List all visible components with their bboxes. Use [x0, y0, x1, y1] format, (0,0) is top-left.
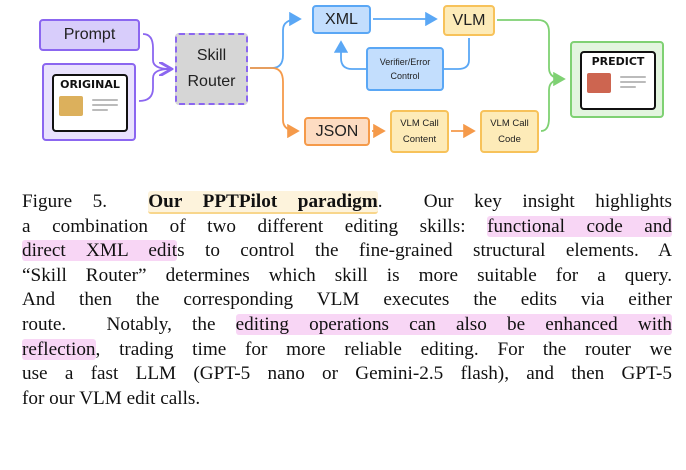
- call-code-line1: VLM Call: [490, 118, 529, 130]
- verifier-label-line2: Control: [390, 71, 420, 81]
- caption-line: reflection, trading time for more reliab…: [22, 338, 672, 363]
- original-slide-node: ORIGINAL: [42, 63, 136, 141]
- arrow-router-xml: [250, 11, 302, 69]
- predict-slide-node: PREDICT: [570, 41, 664, 118]
- caption-text: use a fast LLM (GPT-5 nano or Gemini-2.5…: [22, 363, 672, 385]
- caption-line: And then the corresponding VLM executes …: [22, 288, 672, 313]
- caption-text: “Skill Router” determines which skill is…: [22, 264, 672, 286]
- router-label-line2: Router: [187, 73, 236, 90]
- caption-line: “Skill Router” determines which skill is…: [22, 264, 672, 289]
- caption-line: direct XML edits to control the fine-gra…: [22, 239, 672, 264]
- arrow-router-json: [250, 67, 300, 139]
- xml-node: XML: [312, 5, 371, 34]
- caption-line: a combination of two different editing s…: [22, 215, 673, 240]
- call-content-line2: Content: [402, 133, 437, 145]
- caption-line: for our VLM edit calls.: [22, 387, 672, 412]
- vlm-call-code-node: VLM Call Code: [480, 110, 539, 153]
- highlighted-text: reflection: [22, 338, 96, 360]
- original-label: ORIGINAL: [60, 78, 120, 91]
- vlm-call-content-node: VLM Call Content: [390, 110, 449, 153]
- arrow-vlm-verifier: [443, 38, 470, 70]
- arrow-vlm-predict: [497, 19, 566, 87]
- vlm-node: VLM: [443, 5, 495, 36]
- image-thumbnail-icon: [587, 73, 611, 93]
- caption-line: route. Notably, the editing operations c…: [22, 313, 672, 338]
- caption-text: a combination of two different editing s…: [22, 215, 488, 237]
- highlighted-text: Our PPTPilot paradigm: [148, 191, 378, 214]
- call-content-line1: VLM Call: [400, 118, 439, 130]
- caption-text: , trading time for more reliable editing…: [95, 338, 672, 360]
- prompt-label: Prompt: [63, 26, 116, 43]
- verifier-label-line1: Verifier/Error: [379, 56, 431, 67]
- caption-text: route. Notably, the: [22, 313, 236, 335]
- json-node: JSON: [304, 117, 370, 146]
- xml-label: XML: [325, 10, 358, 28]
- caption-line: use a fast LLM (GPT-5 nano or Gemini-2.5…: [22, 362, 672, 387]
- arrow-verifier-xml: [333, 40, 366, 70]
- image-thumbnail-icon: [59, 96, 83, 116]
- highlighted-text: direct XML edit: [22, 240, 178, 262]
- original-slide-icon: ORIGINAL: [52, 74, 128, 132]
- arrow-code-predict: [540, 78, 565, 132]
- vlm-label: VLM: [452, 11, 486, 29]
- caption-text: And then the corresponding VLM executes …: [22, 289, 672, 311]
- skill-router-node: Skill Router: [175, 33, 248, 105]
- predict-label: PREDICT: [591, 55, 645, 68]
- highlighted-text: functional code and: [487, 215, 673, 237]
- caption-text: for our VLM edit calls.: [22, 387, 201, 409]
- caption-text: Figure 5.: [22, 191, 149, 212]
- predict-slide-icon: PREDICT: [580, 51, 656, 110]
- figure-caption: Figure 5. Our PPTPilot paradigm. Our key…: [22, 190, 673, 412]
- verifier-node: Verifier/Error Control: [366, 47, 444, 91]
- json-label: JSON: [315, 122, 359, 140]
- arrow-prompt-router: [142, 33, 170, 69]
- highlighted-text: editing operations can also be enhanced …: [235, 313, 672, 335]
- arrow-original-router: [138, 68, 171, 102]
- router-label-line1: Skill: [196, 47, 227, 65]
- call-code-line2: Code: [498, 133, 521, 145]
- caption-line: Figure 5. Our PPTPilot paradigm. Our key…: [22, 190, 672, 215]
- caption-text: s to control the fine-grained structural…: [177, 240, 672, 262]
- prompt-node: Prompt: [39, 19, 140, 51]
- flow-arrows: [138, 11, 566, 139]
- caption-text: . Our key insight highlights: [377, 191, 673, 212]
